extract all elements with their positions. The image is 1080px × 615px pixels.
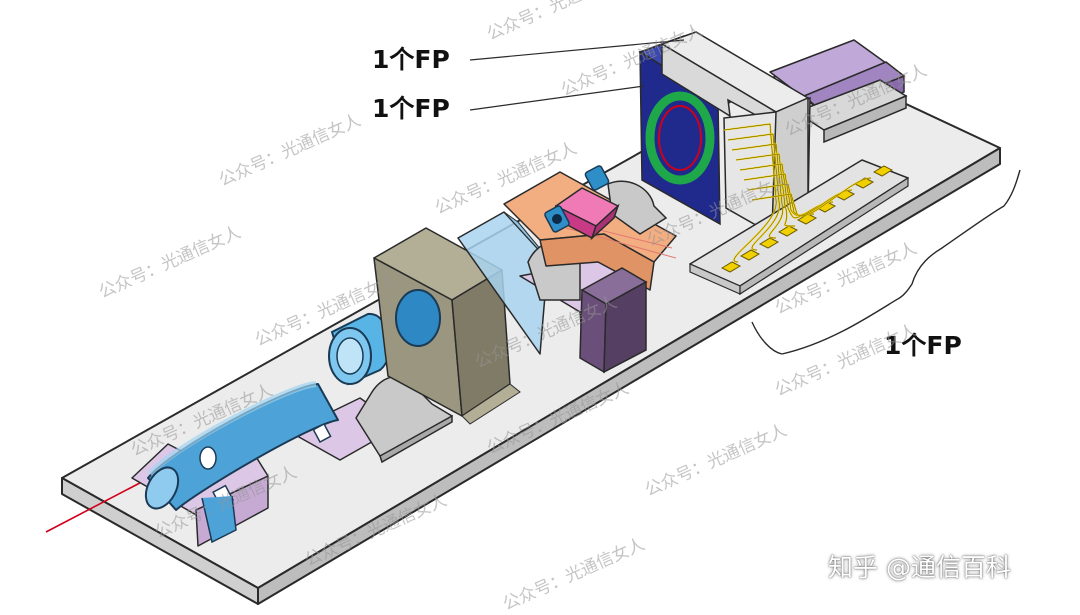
gold-pad: [720, 261, 742, 273]
callout-fp-middle: 1个FP: [372, 94, 450, 123]
coupling-lens: [328, 312, 391, 386]
callout-fp-top: 1个FP: [372, 45, 450, 74]
callout-leaders: [469, 39, 1021, 355]
fiber-ferrule: [144, 381, 339, 544]
callout-fp-bottom: 1个FP: [884, 331, 962, 360]
bond-wire-outline: [731, 143, 783, 239]
gold-pad: [872, 165, 894, 177]
isolator-block: [373, 227, 521, 425]
bond-wire-outline: [735, 153, 796, 227]
rf-connector: [769, 39, 908, 144]
gold-pad: [758, 237, 780, 249]
source-credit: 知乎 @通信百科: [828, 553, 1011, 582]
bond-wire-outline: [751, 177, 872, 217]
small-optics: [544, 165, 610, 233]
photodiode-block: [579, 267, 648, 374]
gold-bond-wires: [723, 123, 872, 263]
gold-pad: [739, 249, 761, 261]
gold-pad: [777, 225, 799, 237]
